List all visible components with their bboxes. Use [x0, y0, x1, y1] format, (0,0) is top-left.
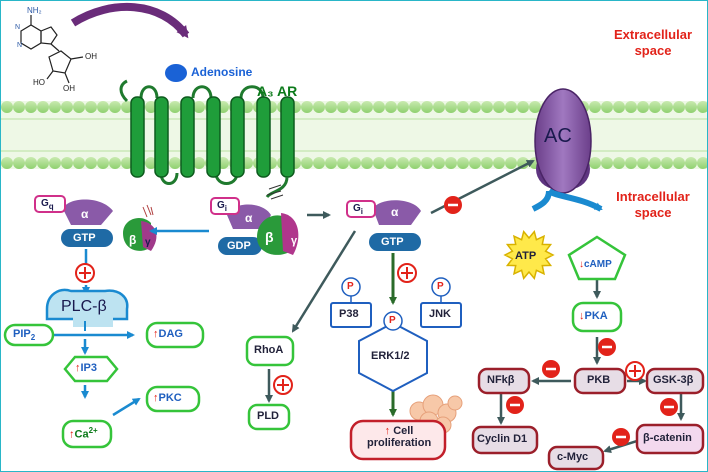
erk-hexagon-icon — [358, 321, 428, 393]
a3ar-label: A₃ AR — [257, 83, 298, 99]
svg-text:OH: OH — [63, 84, 75, 93]
cell-membrane — [1, 101, 707, 169]
cmyc-label: c-Myc — [557, 451, 589, 463]
p-label-erk: P — [389, 315, 396, 326]
adenosine-label: Adenosine — [191, 65, 253, 79]
binding-arrow-icon — [70, 2, 190, 39]
ip3-hexagon-icon — [63, 355, 119, 383]
alpha-label: α — [81, 207, 89, 221]
pip2-label: PIP2 — [13, 328, 36, 343]
p38-label: P38 — [339, 308, 359, 320]
camp-label: ↓cAMP — [579, 259, 612, 270]
p-label-p38: P — [347, 281, 354, 292]
cell-proliferation-label: ↑ Cell proliferation — [367, 425, 432, 449]
nh2-label: NH₂ — [27, 6, 42, 15]
svg-text:OH: OH — [85, 52, 97, 61]
intracellular-label: Intracellular space — [616, 189, 690, 220]
alpha-label-right: α — [391, 205, 399, 219]
p-label-jnk: P — [437, 281, 444, 292]
erk-label: ERK1/2 — [371, 350, 410, 362]
svg-text:N: N — [15, 24, 20, 31]
jnk-label: JNK — [429, 308, 452, 320]
ac-label: AC — [544, 125, 572, 147]
gi-complex-gdp — [210, 197, 299, 255]
plc-beta-shape — [45, 288, 129, 327]
gtp-label-right: GTP — [381, 236, 404, 248]
minus-icon — [444, 196, 678, 446]
gi-label-right: Gi — [353, 203, 364, 216]
adenosine-molecule-icon — [20, 15, 84, 84]
a3-receptor — [119, 79, 295, 200]
pkb-label: PKB — [587, 374, 611, 386]
extracellular-label: Extracellular space — [613, 27, 693, 58]
gtp-label-left: GTP — [73, 232, 96, 244]
rhoa-label: RhoA — [254, 344, 284, 356]
svg-text:N: N — [17, 42, 22, 49]
gsk-label: GSK-3β — [653, 374, 694, 386]
alpha-label-center: α — [245, 211, 253, 225]
pka-label: ↓PKA — [579, 310, 608, 322]
atp-burst-icon — [503, 229, 555, 281]
adenosine-ligand-icon — [165, 64, 187, 82]
gq-label: Gq — [41, 198, 54, 211]
bcatenin-label: β-catenin — [643, 432, 692, 444]
ip3-label: ↑IP3 — [75, 362, 98, 374]
plc-beta-label: PLC-β — [61, 298, 107, 315]
gamma-label-left: γ — [145, 237, 151, 248]
gq-complex — [34, 195, 157, 251]
gamma-label-center: γ — [291, 235, 298, 247]
gi-complex-gtp — [346, 200, 421, 251]
pkc-label: ↑PKC — [153, 392, 182, 404]
cyclin-label: Cyclin D1 — [477, 433, 528, 445]
ac-enzyme — [534, 88, 592, 194]
nfkb-label: NFkβ — [487, 374, 515, 386]
gdp-label: GDP — [227, 240, 251, 252]
dag-label: ↑DAG — [153, 328, 183, 340]
beta-label-center: β — [265, 229, 274, 245]
gi-label-center: Gi — [217, 200, 228, 213]
atp-label: ATP — [515, 250, 537, 262]
plus-icon — [75, 263, 645, 395]
svg-text:HO: HO — [33, 78, 45, 87]
camp-pentagon-icon — [567, 235, 627, 281]
beta-label-left: β — [129, 233, 137, 247]
pld-label: PLD — [257, 410, 279, 422]
ca-label: ↑Ca2+ — [69, 426, 98, 441]
